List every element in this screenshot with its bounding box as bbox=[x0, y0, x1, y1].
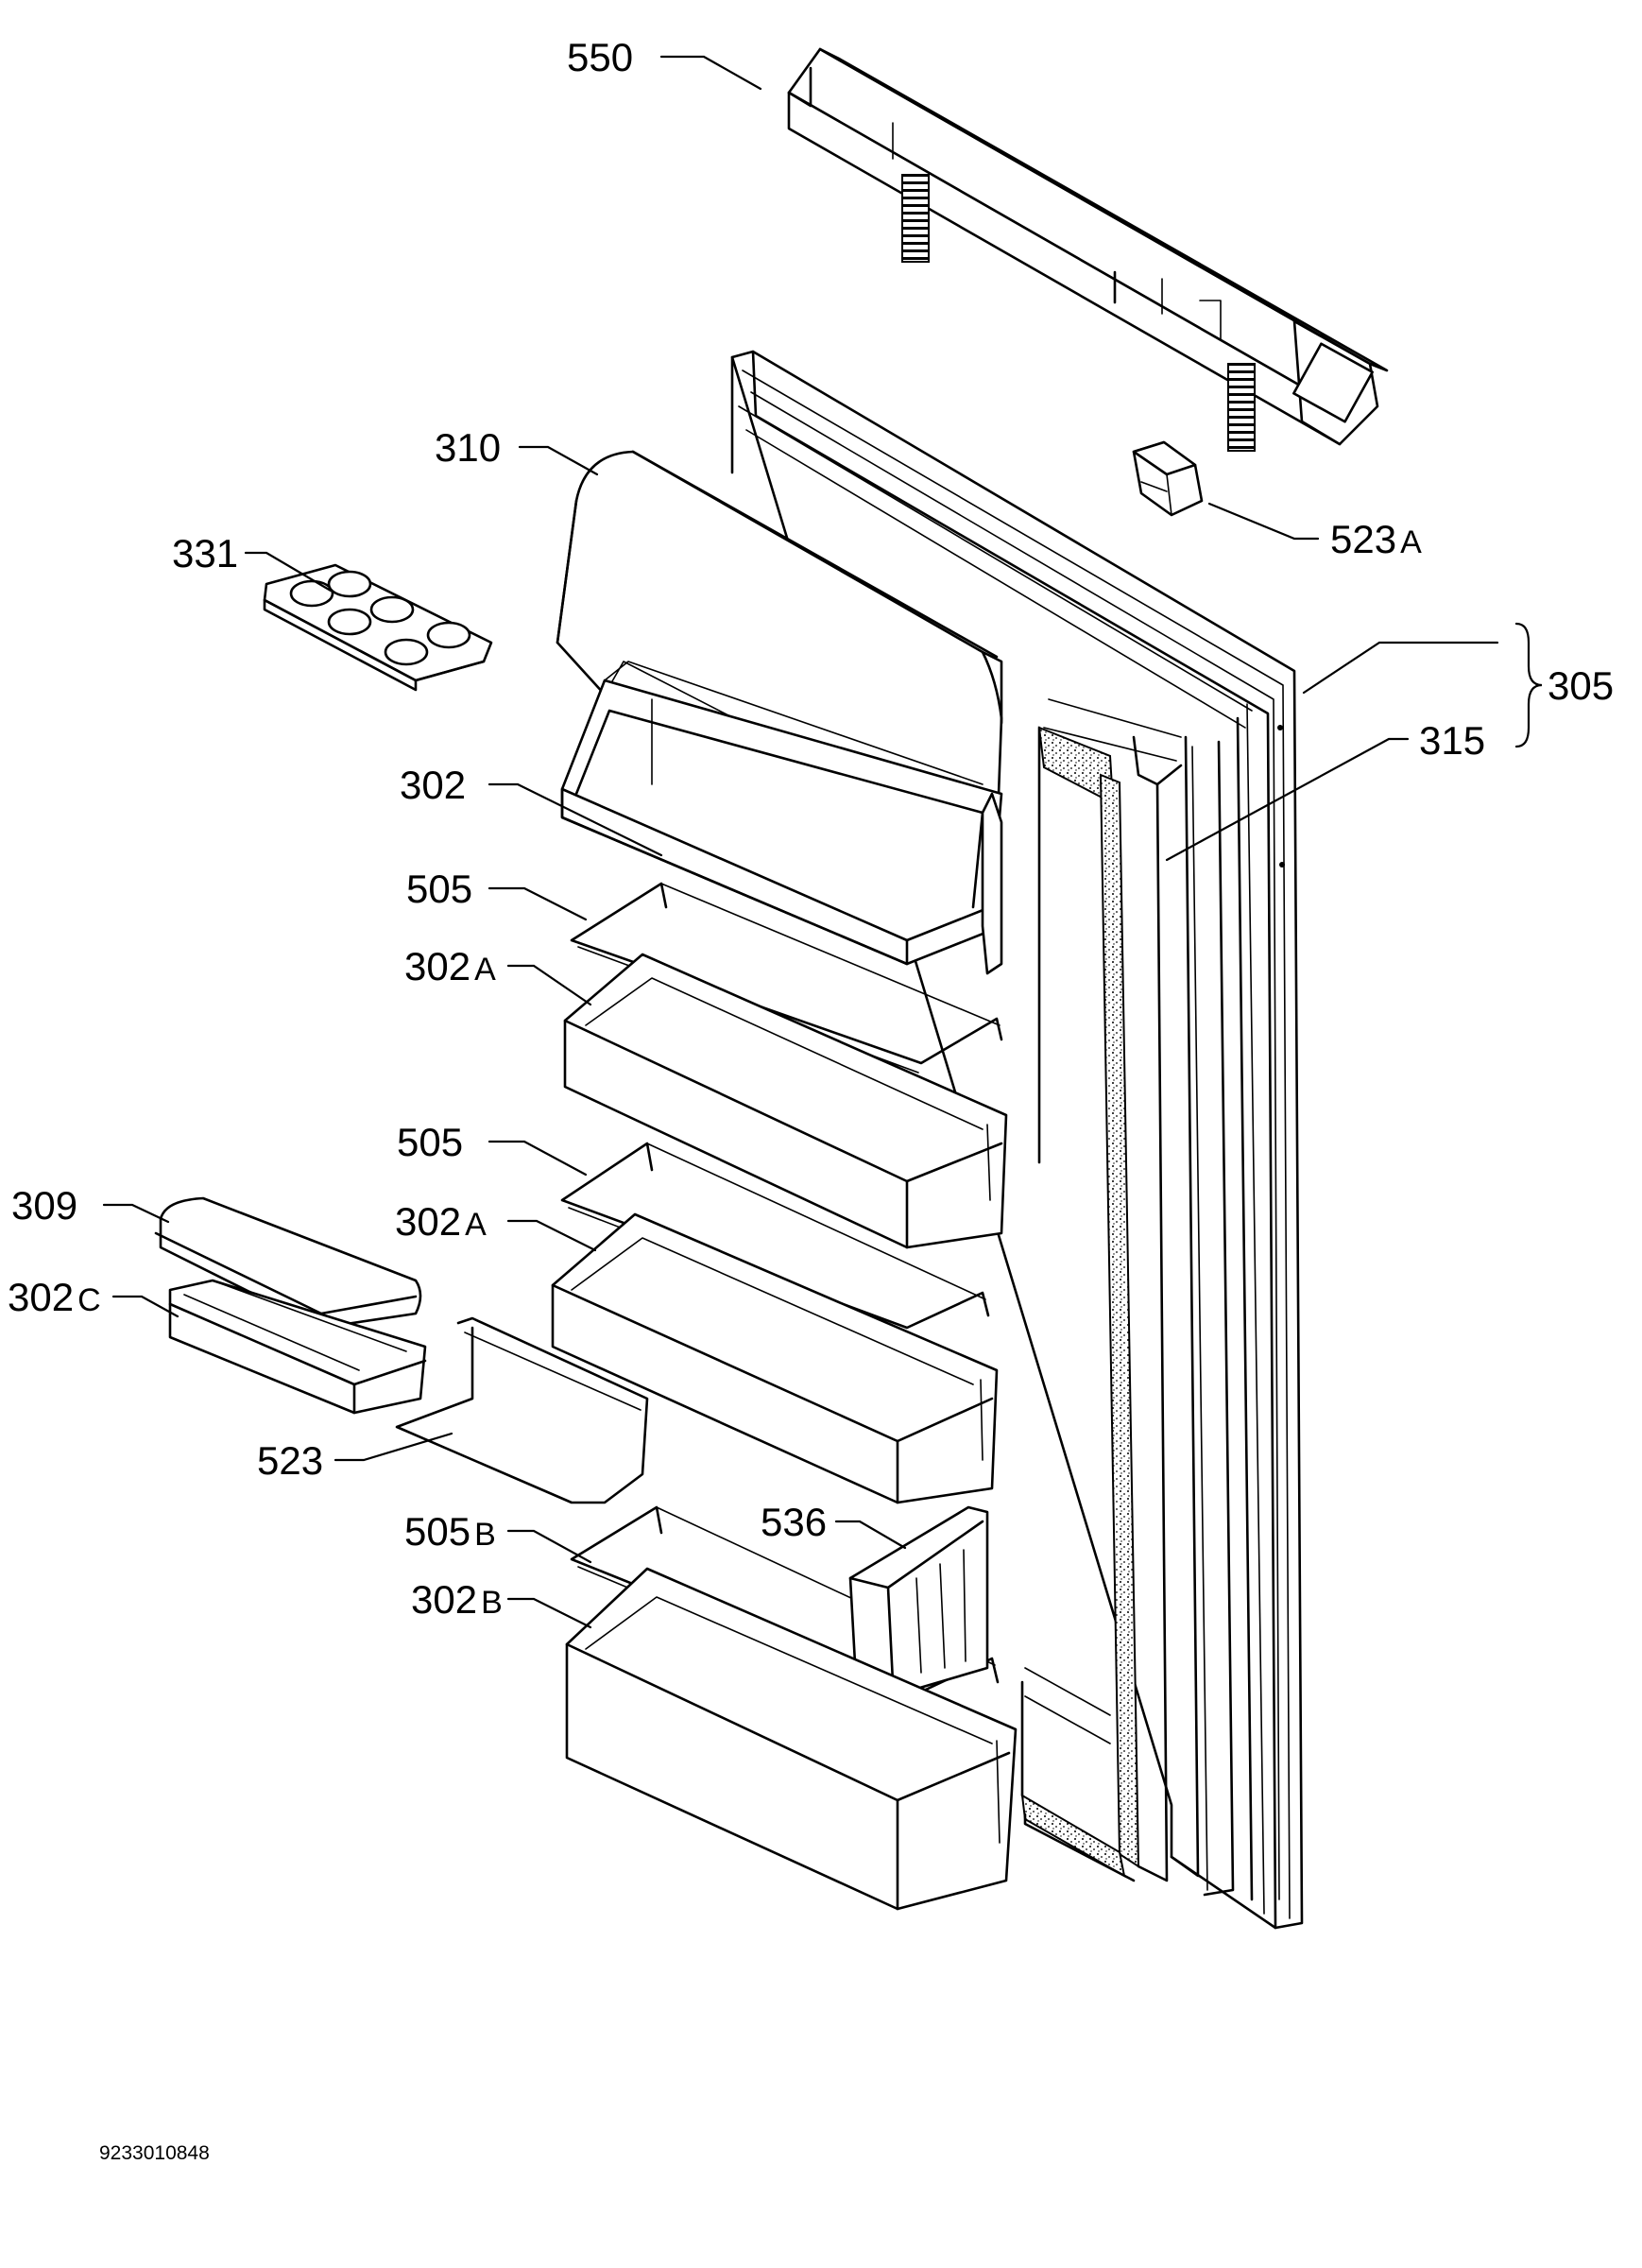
part-302c-box bbox=[168, 1279, 427, 1415]
label-331: 331 bbox=[172, 531, 238, 576]
label-523: 523 bbox=[257, 1438, 323, 1483]
label-550: 550 bbox=[567, 35, 633, 79]
part-302a-shelf-lower bbox=[551, 1212, 999, 1504]
label-309: 309 bbox=[11, 1183, 77, 1228]
label-536: 536 bbox=[761, 1500, 827, 1544]
part-536-divider bbox=[848, 1505, 989, 1693]
part-331-egg-tray bbox=[263, 563, 493, 692]
label-505-upper: 505 bbox=[406, 867, 472, 911]
drawing-number: 9233010848 bbox=[99, 2142, 210, 2164]
part-302b-shelf bbox=[565, 1567, 1018, 1911]
label-305: 305 bbox=[1548, 663, 1614, 708]
part-302-shelf bbox=[560, 661, 1003, 975]
label-302: 302 bbox=[400, 763, 466, 807]
part-550-handle bbox=[787, 47, 1389, 452]
leader-lines bbox=[102, 55, 1543, 1629]
part-523-wire bbox=[395, 1316, 649, 1504]
label-310: 310 bbox=[435, 425, 501, 470]
part-302a-shelf-upper bbox=[563, 953, 1008, 1249]
part-523a-clip bbox=[1132, 440, 1204, 517]
label-505-middle: 505 bbox=[397, 1120, 463, 1164]
label-315: 315 bbox=[1419, 718, 1485, 763]
